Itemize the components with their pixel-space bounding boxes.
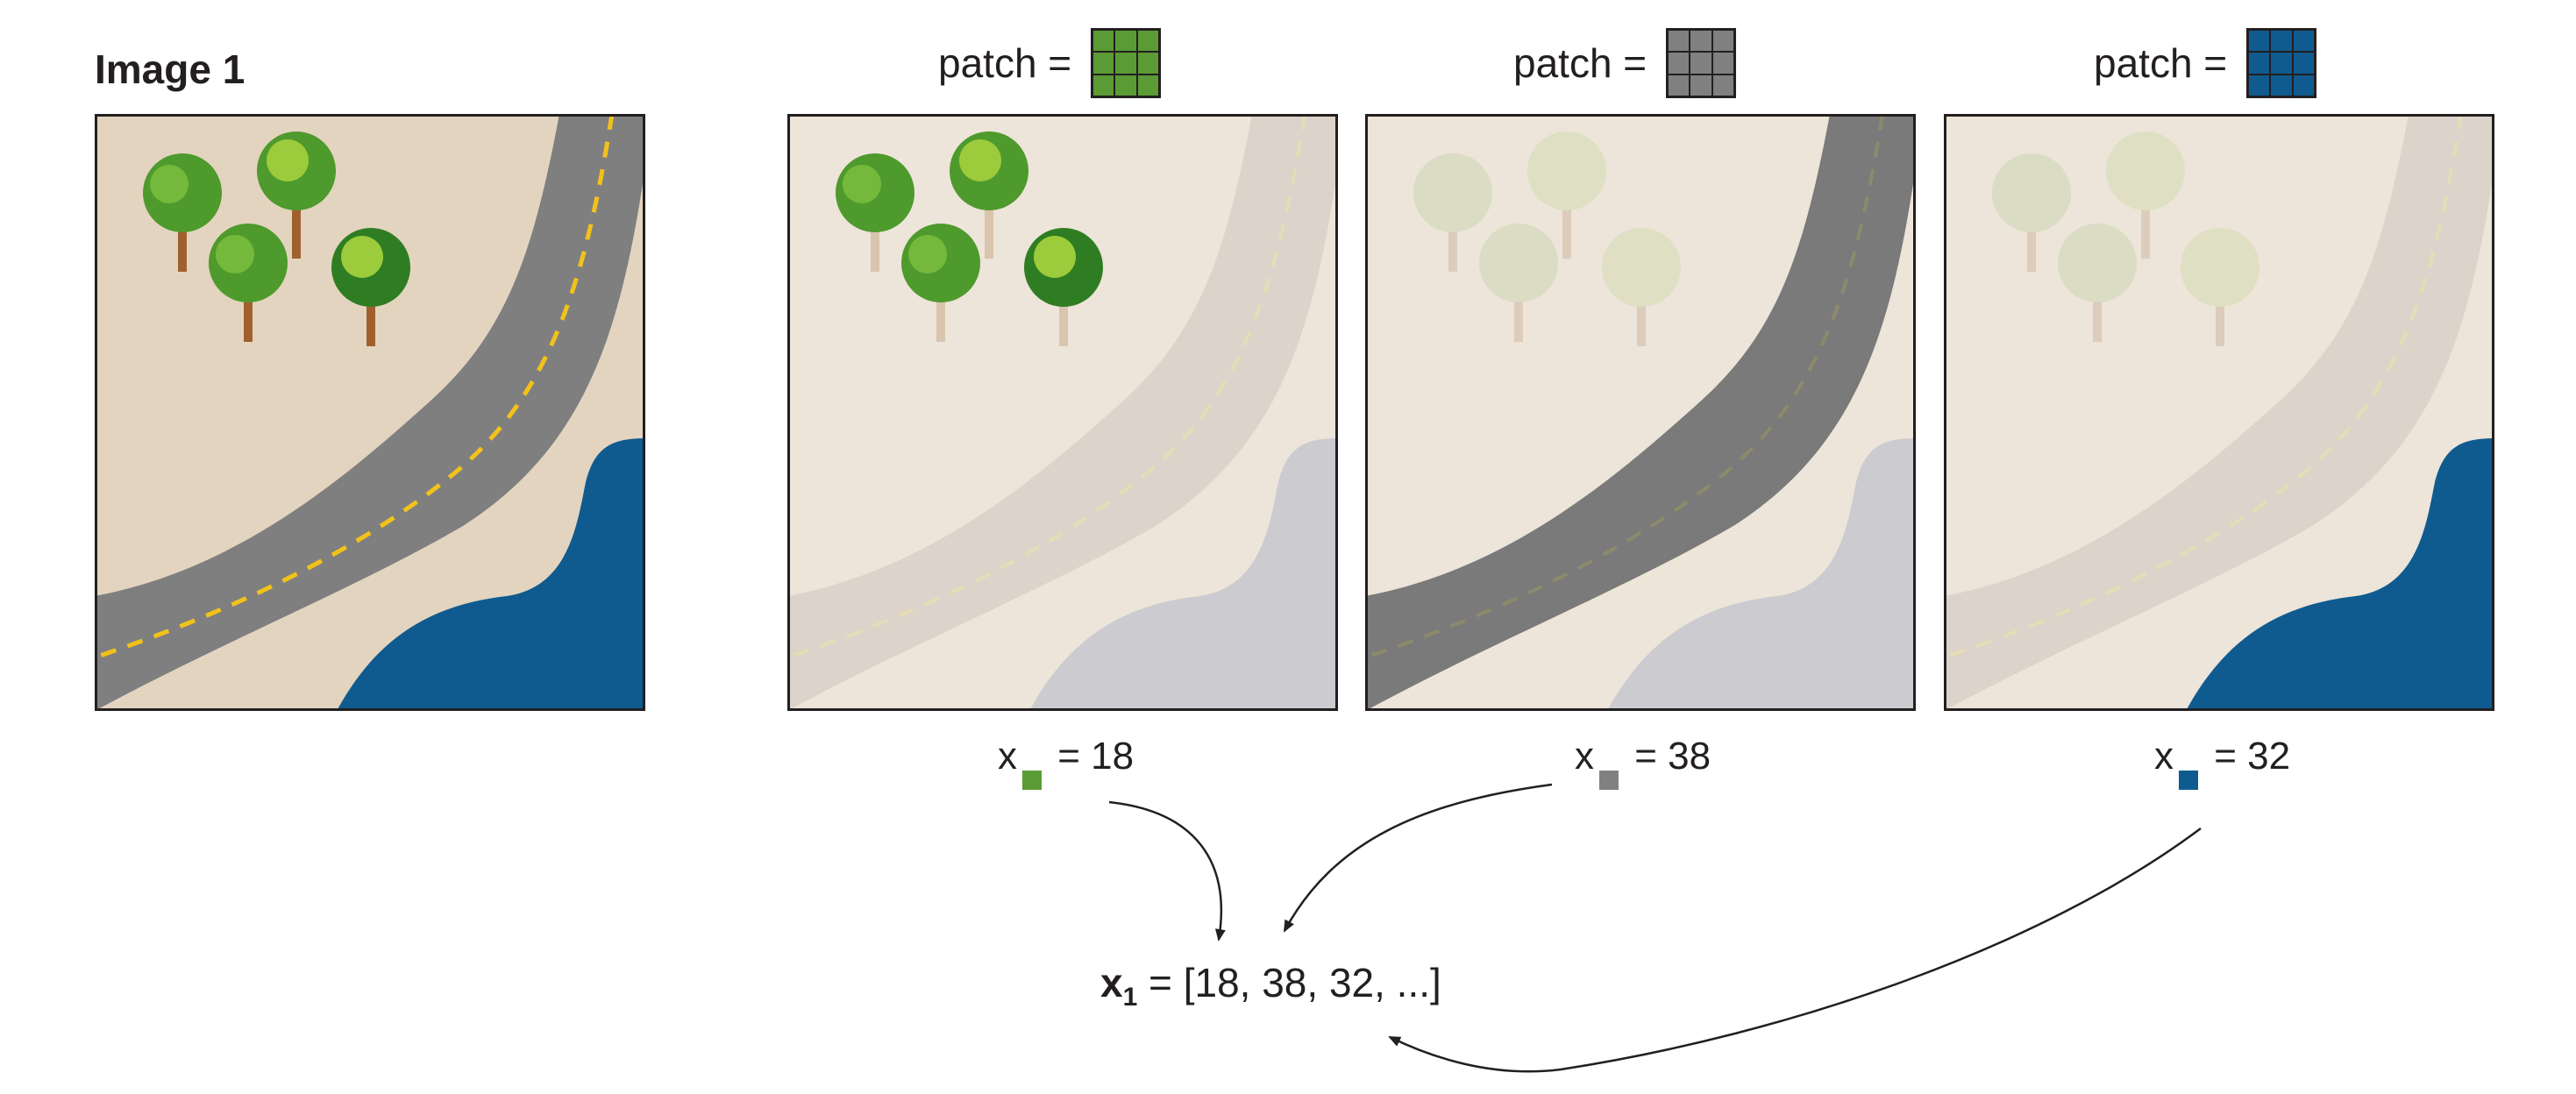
trees-faded: [1413, 131, 1681, 346]
patch-label-green: patch =: [938, 26, 1162, 100]
gray-square-icon: [1599, 771, 1619, 790]
gray-patch-grid-icon: [1666, 28, 1737, 98]
image-title: Image 1: [95, 46, 246, 92]
lane-marking: [95, 114, 615, 660]
patch-panel-road: [1365, 114, 1916, 711]
water: [337, 438, 645, 711]
patch-label-text: patch =: [1513, 40, 1647, 86]
arrow-blue-to-vector: [1388, 827, 2202, 1073]
feature-vector: x1 = [18, 38, 32, ...]: [1100, 960, 1441, 1012]
count-blue: x = 32: [2154, 735, 2290, 790]
trees-highlighted: [836, 131, 1103, 346]
count-green: x = 18: [998, 735, 1134, 790]
count-gray: x = 38: [1575, 735, 1711, 790]
patch-panel-trees: [787, 114, 1338, 711]
green-square-icon: [1022, 771, 1042, 790]
trees-faded: [1992, 131, 2259, 346]
original-image-panel: [95, 114, 645, 711]
patch-label-blue: patch =: [2094, 26, 2317, 100]
road: [95, 114, 645, 711]
patch-label-text: patch =: [2094, 40, 2228, 86]
blue-patch-grid-icon: [2246, 28, 2317, 98]
arrow-gray-to-vector: [1283, 783, 1553, 933]
blue-square-icon: [2179, 771, 2198, 790]
green-patch-grid-icon: [1091, 28, 1162, 98]
original-image: [95, 114, 645, 711]
patch-panel-water: [1944, 114, 2494, 711]
patch-label-gray: patch =: [1513, 26, 1737, 100]
arrow-green-to-vector: [1108, 800, 1226, 941]
patch-label-text: patch =: [938, 40, 1072, 86]
trees: [143, 131, 410, 346]
